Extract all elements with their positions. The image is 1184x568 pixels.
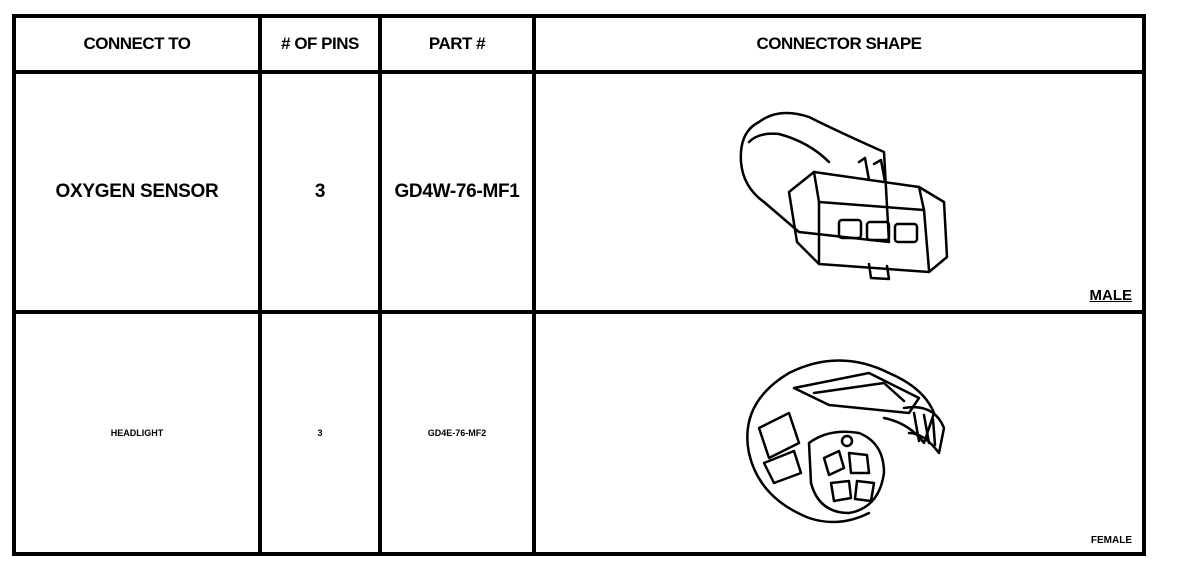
cell-connect-to: HEADLIGHT <box>12 310 262 556</box>
male-connector-icon <box>739 111 949 281</box>
cell-shape: MALE <box>532 70 1146 314</box>
cell-shape: FEMALE <box>532 310 1146 556</box>
cell-part: GD4W-76-MF1 <box>378 70 536 314</box>
cell-connect-to: OXYGEN SENSOR <box>12 70 262 314</box>
table-row: OXYGEN SENSOR 3 GD4W-76-MF1 <box>12 70 1146 314</box>
connector-table: CONNECT TO # OF PINS PART # CONNECTOR SH… <box>12 14 1146 556</box>
cell-pins: 3 <box>258 70 382 314</box>
header-pins: # OF PINS <box>258 14 382 74</box>
gender-label: MALE <box>1089 287 1133 304</box>
table-row: HEADLIGHT 3 GD4E-76-MF2 <box>12 310 1146 556</box>
cell-pins: 3 <box>258 310 382 556</box>
header-row: CONNECT TO # OF PINS PART # CONNECTOR SH… <box>12 14 1146 74</box>
female-connector-icon <box>746 359 946 524</box>
cell-part: GD4E-76-MF2 <box>378 310 536 556</box>
header-shape: CONNECTOR SHAPE <box>532 14 1146 74</box>
header-part: PART # <box>378 14 536 74</box>
gender-label: FEMALE <box>1090 535 1132 546</box>
header-connect-to: CONNECT TO <box>12 14 262 74</box>
